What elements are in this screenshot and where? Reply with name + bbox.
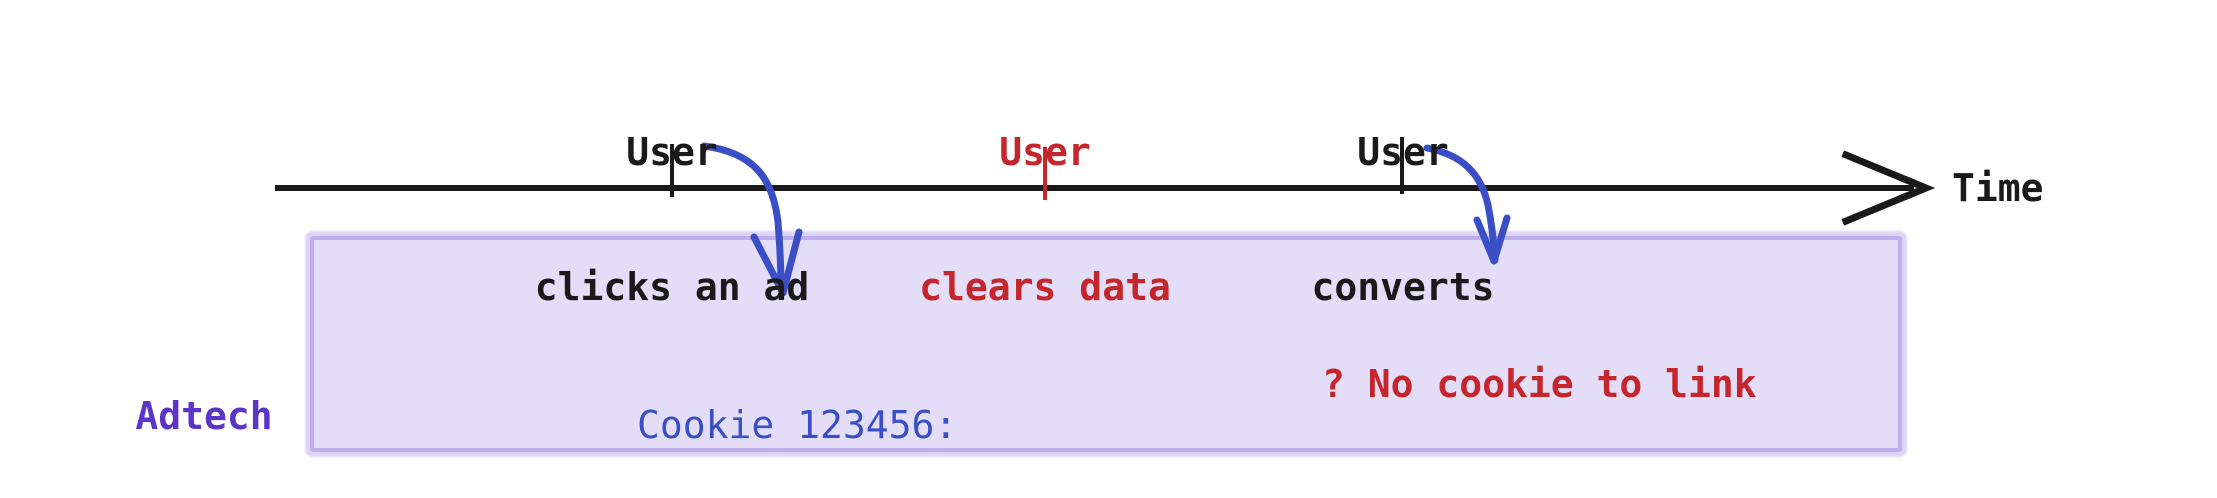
event-label-line: User [999,130,1091,174]
cookie-note-line: Cookie 123456: [637,403,958,447]
time-axis-label: Time [1952,166,2044,210]
event-label-line: converts [1311,265,1495,309]
event-label-line: User [626,130,718,174]
event-label-line: User [1357,130,1449,174]
event-label-line: clicks an ad [534,265,810,309]
no-cookie-note-line: ? No cookie to link [1322,362,1757,406]
adtech-server-box [310,236,1902,452]
event-label-user-converts: User converts [1311,40,1494,400]
adtech-server-label: Adtech server [135,296,272,498]
event-label-line: clears data [919,265,1171,309]
event-label-user-clicks: User clicks an ad [535,40,810,400]
cookie-note: Cookie 123456: Ad clicked [637,310,957,498]
time-axis-arrowhead-icon [1841,150,1936,226]
no-cookie-note: ? No cookie to link this conversion to ⇒… [1322,272,1757,498]
event-label-user-clears-data: User clears data [919,40,1171,400]
adtech-server-label-line: Adtech [135,394,273,438]
